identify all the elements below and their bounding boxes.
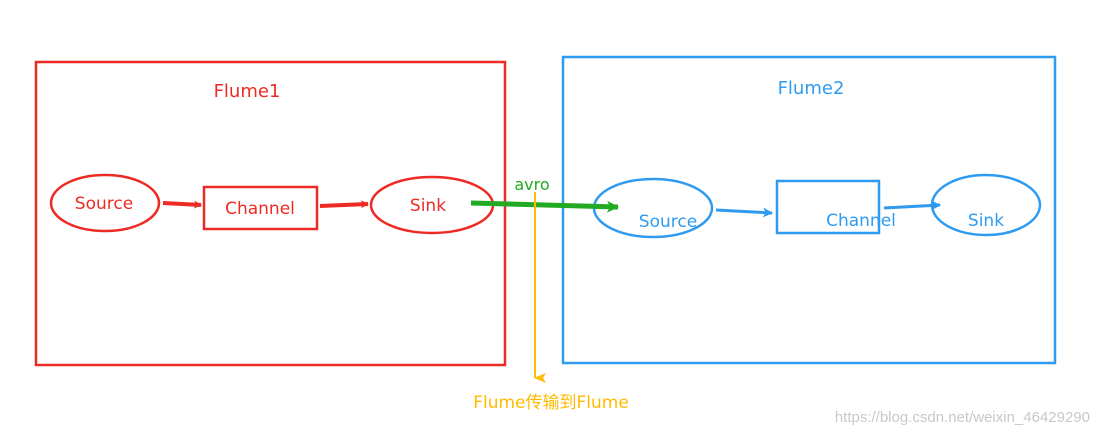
- flume1-title: Flume1: [214, 81, 281, 102]
- flume2-source-to-channel-arrow: [715, 207, 773, 218]
- flume2-channel-label: Channel: [826, 211, 896, 231]
- flume1-container: [34, 60, 507, 367]
- flume1-channel-node: [202, 185, 319, 231]
- flume2-channel-node: [775, 179, 881, 235]
- flume2-sink-label: Sink: [968, 211, 1004, 231]
- annotation-group: Flume传输到Flume: [473, 192, 629, 413]
- flume1-sink-label: Sink: [410, 196, 446, 216]
- flume1-source-to-channel-arrow: [162, 200, 202, 209]
- flume2-title: Flume2: [778, 78, 845, 99]
- flume1-source-label: Source: [75, 194, 133, 214]
- avro-protocol-label: avro: [514, 175, 549, 194]
- flume1-channel-label: Channel: [225, 199, 295, 219]
- flume1-group: Flume1 Source Channel Sink: [34, 60, 507, 367]
- flume2-container: [561, 55, 1057, 365]
- avro-link-arrow: [470, 200, 619, 213]
- watermark-text: https://blog.csdn.net/weixin_46429290: [835, 409, 1090, 426]
- flume2-channel-to-sink-arrow: [883, 200, 941, 211]
- flume1-source-node: [49, 173, 161, 233]
- flume2-source-label: Source: [639, 212, 697, 232]
- avro-link-group: avro: [470, 175, 619, 213]
- annotation-text: Flume传输到Flume: [473, 393, 629, 413]
- flume1-channel-to-sink-arrow: [319, 200, 369, 209]
- flume2-group: Flume2 Source Channel Sink: [561, 55, 1057, 365]
